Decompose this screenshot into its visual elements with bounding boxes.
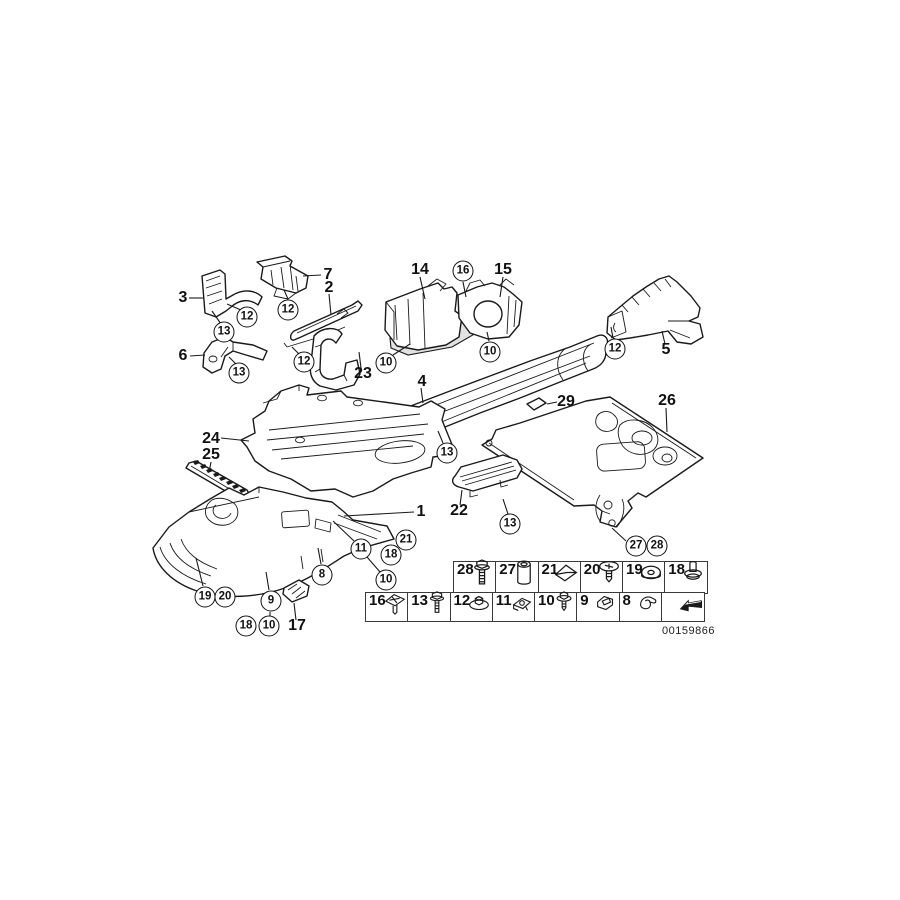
legend-cell-number: 18 bbox=[668, 561, 685, 578]
legend-cell-number: 9 bbox=[580, 592, 589, 609]
legend-cell-number: 11 bbox=[495, 592, 512, 609]
part-label-4: 4 bbox=[417, 373, 427, 390]
part-label-6: 6 bbox=[178, 347, 188, 364]
legend-cell-number: 21 bbox=[541, 561, 559, 578]
callout-circle-9: 9 bbox=[260, 590, 282, 612]
legend-cell-12: 12 bbox=[449, 590, 494, 622]
part-label-29: 29 bbox=[557, 393, 575, 410]
legend-cell-9: 9 bbox=[576, 592, 620, 622]
part-22-illustration bbox=[451, 454, 523, 498]
expanding-plug-icon bbox=[680, 559, 706, 593]
flange-nut-icon bbox=[467, 590, 491, 621]
spring-clamp-icon bbox=[636, 590, 660, 621]
part-2-illustration bbox=[283, 300, 363, 348]
part-17-illustration bbox=[282, 579, 310, 603]
part-label-26: 26 bbox=[658, 392, 676, 409]
callout-circle-10: 10 bbox=[375, 569, 397, 591]
part-7-illustration bbox=[256, 255, 309, 300]
callout-circle-18: 18 bbox=[380, 544, 402, 566]
part-label-14: 14 bbox=[411, 261, 429, 278]
callout-circle-18: 18 bbox=[235, 615, 257, 637]
channel-clip-icon bbox=[594, 590, 618, 621]
adhesive-pad-icon bbox=[553, 559, 579, 593]
cage-nut-clip-icon bbox=[510, 590, 534, 621]
doc-number: 00159866 bbox=[662, 625, 715, 637]
legend-cell-number: 28 bbox=[457, 561, 474, 578]
part-label-25: 25 bbox=[202, 446, 220, 463]
callout-circle-12: 12 bbox=[277, 299, 299, 321]
callout-circle-21: 21 bbox=[395, 529, 417, 551]
legend-cell-number: 19 bbox=[626, 561, 643, 578]
callout-circle-13: 13 bbox=[213, 321, 235, 343]
legend-cell-10: 10 bbox=[534, 590, 578, 622]
pan-head-screw-icon bbox=[596, 559, 622, 593]
washer-icon bbox=[638, 559, 664, 593]
part-label-17: 17 bbox=[288, 617, 306, 634]
callout-circle-12: 12 bbox=[236, 306, 258, 328]
legend-cell-number: 13 bbox=[411, 592, 428, 609]
callout-circle-8: 8 bbox=[311, 564, 333, 586]
part-label-22: 22 bbox=[450, 502, 468, 519]
hex-bolt-icon bbox=[469, 559, 495, 593]
sleeve-nut-icon bbox=[511, 559, 537, 593]
part-5-illustration bbox=[606, 275, 704, 345]
callout-circle-19: 19 bbox=[194, 586, 216, 608]
direction-arrow-icon bbox=[679, 590, 703, 621]
callout-circle-10: 10 bbox=[375, 352, 397, 374]
part-label-3: 3 bbox=[178, 289, 188, 306]
part-label-5: 5 bbox=[661, 341, 671, 358]
legend-cell-13: 13 bbox=[407, 590, 451, 622]
legend-cell-28: 28 bbox=[453, 559, 497, 594]
part-23-illustration bbox=[309, 327, 361, 391]
part-label-1: 1 bbox=[416, 503, 426, 520]
legend-cell-arrow bbox=[660, 590, 705, 622]
part-3-illustration bbox=[201, 269, 263, 318]
callout-circle-27: 27 bbox=[625, 535, 647, 557]
callout-circle-10: 10 bbox=[479, 341, 501, 363]
part-14-illustration bbox=[384, 278, 479, 356]
flange-bolt-icon bbox=[425, 590, 449, 621]
hex-screw-icon bbox=[552, 590, 576, 621]
legend-cell-8: 8 bbox=[618, 590, 663, 622]
legend-cell-number: 12 bbox=[453, 592, 471, 609]
callout-circle-13: 13 bbox=[499, 513, 521, 535]
legend-cell-number: 16 bbox=[369, 592, 386, 609]
part-label-15: 15 bbox=[494, 261, 512, 278]
legend-cell-16: 16 bbox=[365, 592, 409, 622]
part-29-illustration bbox=[526, 397, 547, 411]
callout-circle-11: 11 bbox=[350, 538, 372, 560]
part-26-illustration bbox=[481, 396, 704, 528]
legend-cell-number: 8 bbox=[622, 592, 631, 609]
legend-cell-19: 19 bbox=[622, 561, 666, 594]
callout-circle-28: 28 bbox=[646, 535, 668, 557]
callout-circle-12: 12 bbox=[604, 338, 626, 360]
part-label-24: 24 bbox=[202, 430, 220, 447]
part-label-23: 23 bbox=[354, 365, 372, 382]
legend-cell-number: 27 bbox=[499, 561, 516, 578]
legend-cell-number: 10 bbox=[538, 592, 555, 609]
callout-circle-13: 13 bbox=[436, 442, 458, 464]
callout-circle-12: 12 bbox=[293, 351, 315, 373]
expanding-rivet-icon bbox=[383, 590, 407, 621]
part-label-7: 7 bbox=[323, 266, 333, 283]
fastener-legend-row-bottom: 16 13 12 11 10 9 8 bbox=[365, 590, 705, 622]
callout-circle-10: 10 bbox=[258, 615, 280, 637]
callout-circle-13: 13 bbox=[228, 362, 250, 384]
callout-circle-20: 20 bbox=[214, 586, 236, 608]
part-15-illustration bbox=[457, 278, 523, 340]
legend-cell-20: 20 bbox=[579, 559, 624, 594]
part-label-2: 2 bbox=[324, 279, 334, 296]
part-24-illustration bbox=[240, 384, 454, 498]
legend-cell-number: 20 bbox=[583, 561, 601, 578]
callout-circle-16: 16 bbox=[452, 260, 474, 282]
legend-cell-11: 11 bbox=[491, 590, 536, 622]
